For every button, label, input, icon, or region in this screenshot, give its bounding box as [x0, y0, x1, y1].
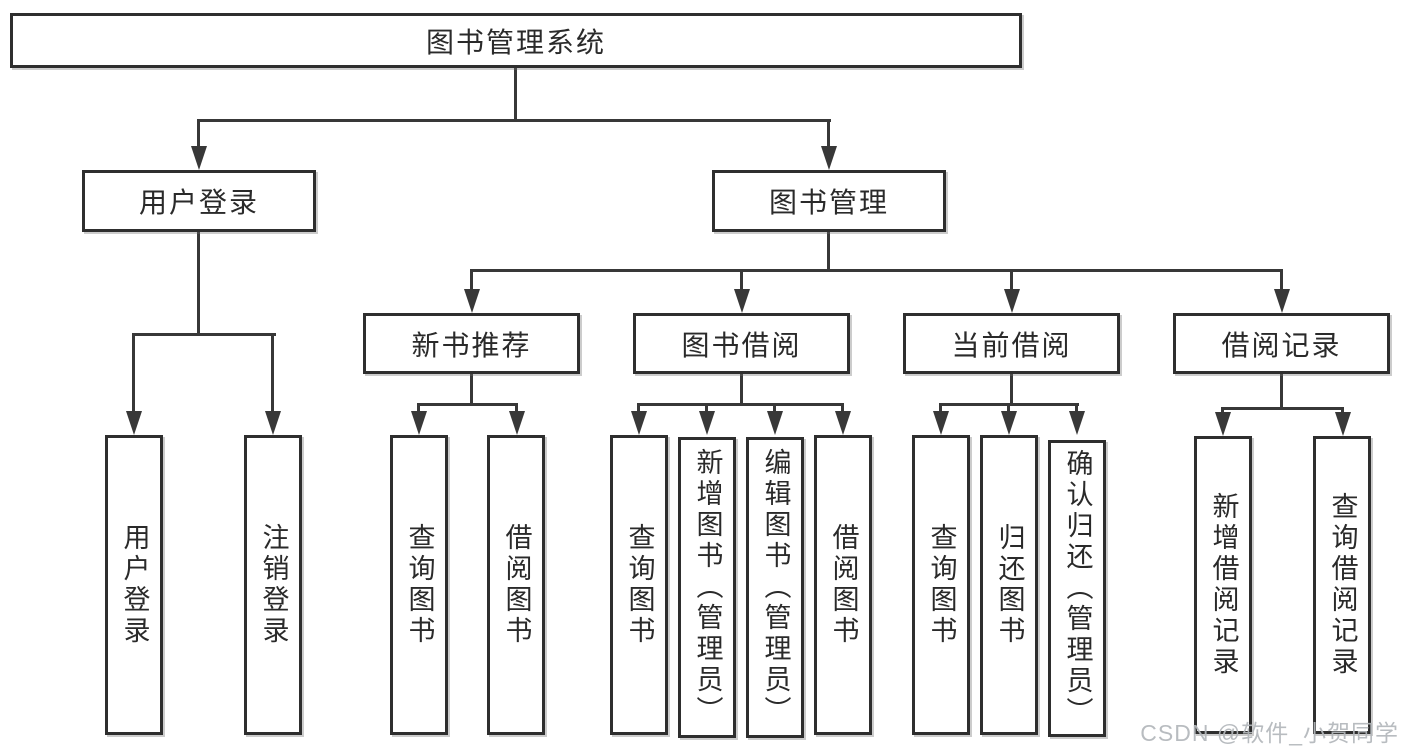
connector-line-br-bar	[1221, 407, 1344, 410]
node-book-management: 图书管理	[712, 170, 946, 232]
arrowhead-to-borrowing-records	[1274, 289, 1290, 313]
connector-line-to-current-borrowing	[1010, 269, 1013, 291]
connector-line-to-cb-return	[1007, 403, 1010, 413]
connector-line-to-new-book-recommend	[470, 269, 473, 291]
connector-line-to-nbr-query	[417, 403, 420, 413]
leaf-label: 注销登录	[258, 523, 289, 647]
connector-line-bb-bar	[637, 403, 844, 406]
node-new-book-recommend: 新书推荐	[363, 313, 580, 374]
connector-line-to-bb-add	[705, 403, 708, 413]
connector-line-to-bb-borrow	[841, 403, 844, 413]
leaf-label: 查询借阅记录	[1327, 492, 1358, 678]
leaf-bb-borrow-books: 借阅图书	[814, 435, 872, 735]
node-user-login: 用户登录	[82, 170, 316, 232]
connector-line-user-login-stem	[197, 232, 200, 336]
leaf-cb-confirm-return-admin: 确认归还（管理员）	[1048, 440, 1106, 737]
leaf-label: 确认归还（管理员）	[1062, 449, 1093, 728]
leaf-label: 新增图书（管理员）	[692, 448, 723, 727]
leaf-label: 用户登录	[119, 523, 150, 647]
connector-line-to-cb-query	[939, 403, 942, 413]
csdn-watermark: CSDN @软件_小贺同学	[1140, 720, 1399, 746]
connector-line-to-nbr-borrow	[515, 403, 518, 413]
arrowhead-to-bb-query	[631, 411, 647, 435]
leaf-label: 借阅图书	[828, 523, 859, 647]
connector-line-book-management-stem	[827, 232, 830, 272]
leaf-user-login: 用户登录	[105, 435, 163, 735]
node-root-library-system: 图书管理系统	[10, 13, 1022, 68]
leaf-br-add-record: 新增借阅记录	[1194, 436, 1252, 734]
connector-line-to-bb-edit	[773, 403, 776, 413]
leaf-bb-add-books-admin: 新增图书（管理员）	[678, 437, 736, 738]
leaf-cb-return-books: 归还图书	[980, 435, 1038, 735]
node-current-borrowing: 当前借阅	[903, 313, 1120, 374]
arrowhead-to-current-borrowing	[1004, 289, 1020, 313]
arrowhead-to-nbr-borrow	[509, 411, 525, 435]
connector-line-to-leaf-logout	[271, 333, 274, 413]
arrowhead-to-book-borrowing	[734, 289, 750, 313]
connector-line-to-cb-confirm	[1075, 403, 1078, 413]
connector-line-to-br-add	[1221, 407, 1224, 415]
leaf-nbr-borrow-books: 借阅图书	[487, 435, 545, 735]
arrowhead-to-leaf-logout	[265, 411, 281, 435]
connector-line-to-book-borrowing	[740, 269, 743, 291]
arrowhead-to-user-login	[191, 146, 207, 170]
arrowhead-to-bb-borrow	[835, 411, 851, 435]
leaf-br-query-record: 查询借阅记录	[1313, 436, 1371, 734]
node-borrowing-records: 借阅记录	[1173, 313, 1390, 374]
arrowhead-to-cb-confirm	[1069, 411, 1085, 435]
arrowhead-to-nbr-query	[411, 411, 427, 435]
connector-line-to-borrowing-records	[1280, 269, 1283, 291]
arrowhead-to-bb-edit	[767, 411, 783, 435]
connector-line-nbr-bar	[417, 403, 518, 406]
leaf-label: 归还图书	[994, 523, 1025, 647]
leaf-label: 新增借阅记录	[1208, 492, 1239, 678]
leaf-bb-edit-books-admin: 编辑图书（管理员）	[746, 437, 804, 738]
node-book-borrowing: 图书借阅	[633, 313, 850, 374]
arrowhead-to-cb-query	[933, 411, 949, 435]
connector-line-root-stem	[514, 68, 517, 122]
arrowhead-to-br-add	[1215, 412, 1231, 436]
arrowhead-to-book-management	[821, 146, 837, 170]
leaf-label: 编辑图书（管理员）	[760, 448, 791, 727]
arrowhead-to-leaf-user-login	[126, 411, 142, 435]
leaf-label: 查询图书	[624, 523, 655, 647]
connector-line-cb-stem	[1010, 374, 1013, 406]
connector-line-br-stem	[1280, 374, 1283, 410]
arrowhead-to-br-query	[1335, 412, 1351, 436]
connector-line-level3-bar	[470, 269, 1283, 272]
arrowhead-to-new-book-recommend	[464, 289, 480, 313]
leaf-label: 查询图书	[404, 523, 435, 647]
connector-line-to-leaf-user-login	[132, 333, 135, 413]
connector-line-bb-stem	[740, 374, 743, 406]
leaf-logout: 注销登录	[244, 435, 302, 735]
connector-line-user-login-bar	[132, 333, 276, 336]
connector-line-to-br-query	[1341, 407, 1344, 415]
leaf-nbr-query-books: 查询图书	[390, 435, 448, 735]
connector-line-to-user-login	[197, 119, 200, 148]
leaf-cb-query-books: 查询图书	[912, 435, 970, 735]
connector-line-level2-bar	[197, 119, 831, 122]
connector-line-to-bb-query	[637, 403, 640, 413]
leaf-bb-query-books: 查询图书	[610, 435, 668, 735]
connector-line-to-book-management	[827, 119, 830, 148]
arrowhead-to-cb-return	[1001, 411, 1017, 435]
leaf-label: 查询图书	[926, 523, 957, 647]
arrowhead-to-bb-add	[699, 411, 715, 435]
connector-line-nbr-stem	[470, 374, 473, 406]
leaf-label: 借阅图书	[501, 523, 532, 647]
